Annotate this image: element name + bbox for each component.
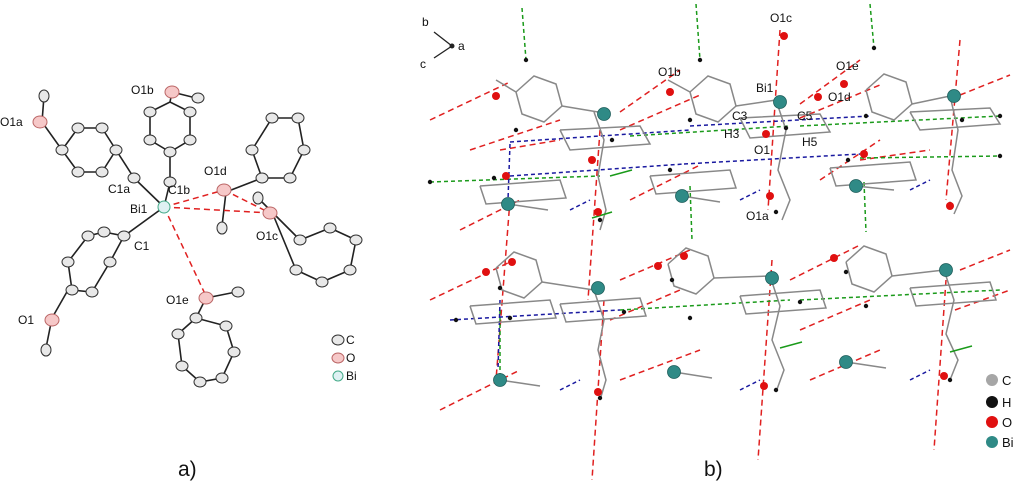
atom-bi1 (157, 200, 171, 214)
caption-a: a) (178, 458, 197, 481)
atom-b-bi1 (773, 95, 787, 109)
label-b-c5: C5 (797, 109, 813, 123)
legend-b-oxygen: O (1002, 415, 1012, 430)
axis-b: b (422, 15, 429, 29)
bismuth-atoms (493, 89, 961, 387)
label-o1c: O1c (256, 229, 278, 243)
legend-b-carbon: C (1002, 373, 1011, 388)
panel-a-contacts (163, 189, 271, 297)
label-bi1: Bi1 (130, 202, 148, 216)
label-b-o1b: O1b (658, 65, 681, 79)
atom-o1a (32, 115, 48, 129)
label-b-h3: H3 (724, 127, 740, 141)
molecule-skeletons (469, 73, 1002, 401)
atom-o1d (216, 183, 232, 197)
atom-b-o1e (840, 80, 848, 88)
label-o1d: O1d (204, 164, 227, 178)
legend-b-bismuth: Bi (1002, 435, 1014, 450)
legend-a-oxygen: O (346, 351, 355, 365)
label-b-c3: C3 (732, 109, 748, 123)
panel-a-atoms (32, 85, 363, 388)
atom-o1b (164, 85, 180, 99)
label-b-h5: H5 (802, 135, 818, 149)
legend-b-bismuth-swatch (986, 436, 998, 448)
atom-o1 (44, 313, 60, 327)
legend-a-carbon-swatch (331, 334, 345, 346)
panel-a-legend: C O Bi (331, 333, 357, 383)
legend-a-oxygen-swatch (331, 352, 345, 364)
hydrogen-atoms (427, 45, 1003, 401)
label-c1b: C1b (168, 183, 190, 197)
label-b-o1e: O1e (836, 59, 859, 73)
atom-b-o1c (780, 32, 788, 40)
panel-b-packing: b a c (420, 3, 1014, 481)
atom-b-o1 (762, 130, 770, 138)
axis-c: c (420, 57, 426, 71)
atom-b-o1b (666, 88, 674, 96)
legend-a-bismuth-swatch (332, 370, 344, 382)
label-o1a: O1a (0, 115, 23, 129)
label-o1: O1 (18, 313, 34, 327)
atom-o1c (262, 206, 278, 220)
panel-b-legend: C H O Bi (986, 373, 1014, 450)
label-o1b: O1b (131, 83, 154, 97)
atom-o1e (198, 291, 214, 305)
caption-b: b) (704, 458, 723, 481)
hbonds-green (429, 3, 1001, 375)
label-o1e: O1e (166, 293, 189, 307)
label-b-o1: O1 (754, 143, 770, 157)
panel-a-molecule: O1a O1b C1a C1b Bi1 O1d O1c C1 O1e O1 C … (0, 83, 363, 481)
label-c1a: C1a (108, 182, 130, 196)
panel-a-labels: O1a O1b C1a C1b Bi1 O1d O1c C1 O1e O1 (0, 83, 278, 327)
hbonds-blue (449, 115, 931, 391)
legend-a-bismuth: Bi (346, 369, 357, 383)
legend-a-carbon: C (346, 333, 355, 347)
legend-b-carbon-swatch (986, 374, 998, 386)
atom-b-o1a (766, 192, 774, 200)
label-b-o1d: O1d (828, 90, 851, 104)
panel-b-labels: O1c O1b Bi1 O1e O1d C3 C5 H3 H5 O1 O1a (658, 11, 859, 223)
hbonds-red-diagonal (429, 59, 1011, 411)
legend-b-oxygen-swatch (986, 416, 998, 428)
legend-b-hydrogen-swatch (986, 396, 998, 408)
hbonds-red-vertical (495, 29, 961, 481)
label-b-bi1: Bi1 (756, 81, 774, 95)
label-b-o1c: O1c (770, 11, 792, 25)
legend-b-hydrogen: H (1002, 395, 1011, 410)
atom-b-o1d (814, 93, 822, 101)
label-b-o1a: O1a (746, 209, 769, 223)
axis-triad: b a c (420, 15, 465, 71)
axis-a: a (458, 39, 465, 53)
oxygen-atoms (482, 32, 954, 396)
label-c1: C1 (134, 239, 150, 253)
